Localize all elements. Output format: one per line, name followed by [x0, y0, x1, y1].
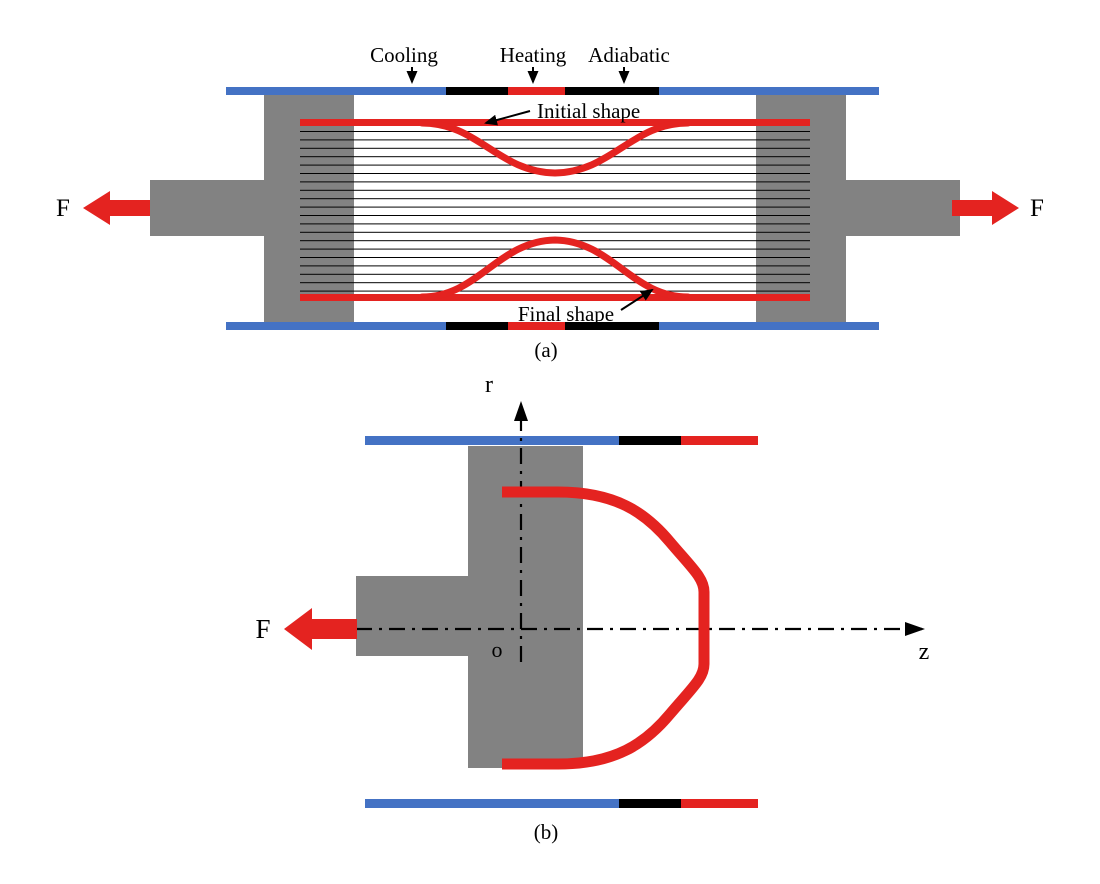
panel-a: F F Cooling Heating Adiabatic Initial sh… [56, 43, 1044, 362]
b-bottom-bar-heating-zone [681, 799, 758, 808]
z-axis-label: z [919, 639, 930, 665]
bottom-bar-adiabatic-zone-right [565, 322, 659, 330]
heating-label: Heating [500, 43, 567, 67]
cooling-label: Cooling [370, 43, 438, 67]
panel-a-caption: (a) [534, 338, 557, 362]
bottom-bar-heating-zone [508, 322, 565, 330]
force-label-right: F [1030, 195, 1044, 222]
b-bottom-bar-adiabatic-zone [619, 799, 681, 808]
b-clamp-arm [356, 576, 468, 656]
left-clamp-arm [150, 180, 265, 236]
adiabatic-label: Adiabatic [588, 43, 670, 67]
panel-b-bottom-die-bar [365, 799, 758, 808]
b-top-bar-heating-zone [681, 436, 758, 445]
initial-shape-pointer-arrow [484, 110, 531, 126]
force-arrow-left [83, 191, 150, 225]
final-shape-pointer-arrow [620, 288, 654, 311]
origin-label: o [492, 637, 503, 662]
bottom-die-bar [226, 322, 879, 330]
b-top-bar-adiabatic-zone [619, 436, 681, 445]
tube-final-top-neck-curve [418, 119, 692, 177]
b-force-label: F [255, 614, 270, 644]
final-shape-label: Final shape [518, 302, 614, 326]
initial-shape-label: Initial shape [537, 99, 640, 123]
top-bar-adiabatic-zone-right [565, 87, 659, 95]
b-force-arrow [284, 608, 357, 650]
b-clamp-block [468, 446, 583, 768]
top-bar-heating-zone [508, 87, 565, 95]
tube-final-bottom-neck-curve [418, 236, 692, 301]
top-bar-adiabatic-zone-left [446, 87, 508, 95]
panel-b-caption: (b) [534, 820, 559, 844]
right-clamp-arm [845, 180, 960, 236]
tube-mesh-lines [300, 131, 810, 298]
force-arrow-right [952, 191, 1019, 225]
force-label-left: F [56, 195, 70, 222]
bottom-bar-adiabatic-zone-left [446, 322, 508, 330]
r-axis-label: r [485, 372, 493, 398]
b-bottom-bar-cooling-zone [365, 799, 619, 808]
top-die-bar [226, 87, 879, 95]
panel-b-top-die-bar [365, 436, 758, 445]
panel-b: F r z o (b) [255, 372, 929, 844]
tube-profile-curve [502, 486, 710, 770]
b-top-bar-cooling-zone [365, 436, 619, 445]
